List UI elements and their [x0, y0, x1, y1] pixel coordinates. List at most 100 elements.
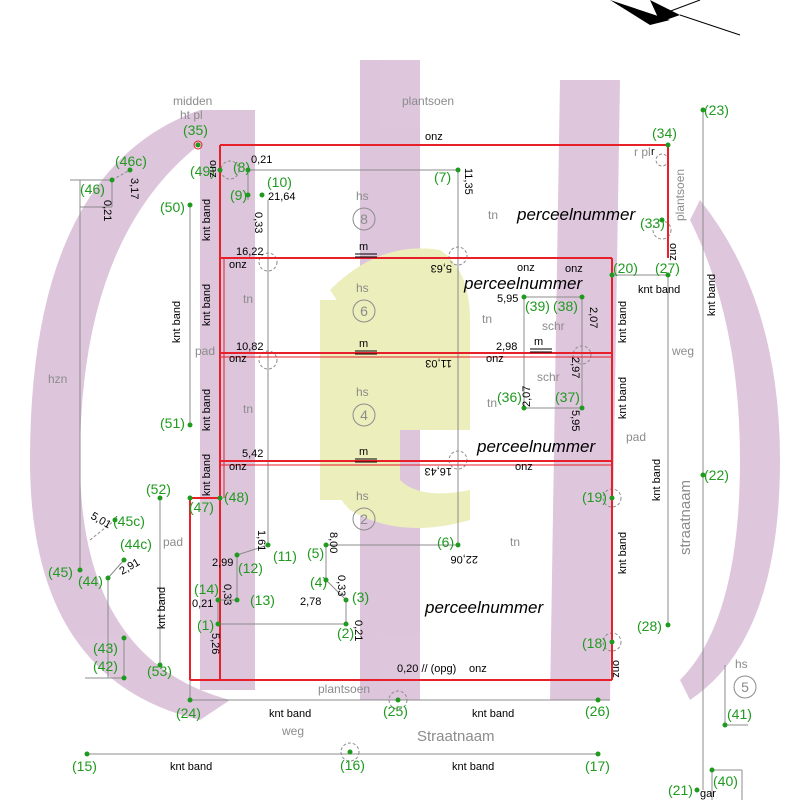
measurement-unit: m	[534, 336, 543, 348]
house-number-circle	[352, 403, 376, 427]
measurement-label: 2,91	[118, 556, 143, 577]
onz-label: onz	[517, 262, 535, 274]
survey-point-label: (26)	[585, 703, 610, 719]
house-number: 5	[741, 679, 749, 695]
survey-point-label: (43)	[93, 640, 118, 656]
curb-label: knt band	[201, 389, 213, 431]
curb-label: knt band	[201, 199, 213, 241]
survey-point-label: (52)	[146, 481, 171, 497]
grey-label: hs	[356, 489, 369, 503]
measurement-label: 0,21	[192, 598, 213, 610]
measurement-label: 11,35	[462, 168, 474, 195]
survey-point-label: (38)	[553, 298, 578, 314]
onz-label: onz	[229, 461, 247, 473]
grey-label: plantsoen	[673, 169, 687, 221]
grey-label: hs	[356, 385, 369, 399]
measurement-label: 0,21	[251, 154, 272, 166]
survey-point-label: (16)	[340, 757, 365, 773]
survey-point-marker	[121, 557, 127, 563]
survey-point-marker	[187, 202, 193, 208]
survey-point-marker	[665, 622, 671, 628]
grey-label: tn	[487, 396, 497, 410]
measurement-label: 8,00	[327, 532, 339, 553]
survey-point-label: (25)	[383, 703, 408, 719]
survey-point-label: (34)	[652, 125, 677, 141]
onz-label: onz	[207, 160, 219, 178]
measurement-unit: m	[359, 338, 368, 350]
survey-point-label: (15)	[72, 758, 97, 774]
measurement-label: 2,99	[212, 557, 233, 569]
grey-label: plantsoen	[402, 94, 454, 108]
survey-point-label: (7)	[434, 169, 451, 185]
measurement-label: 2,78	[300, 596, 321, 608]
curb-label: knt band	[201, 454, 213, 496]
survey-point-marker	[700, 472, 706, 478]
survey-point-label: (40)	[713, 773, 738, 789]
target-icon	[193, 140, 203, 150]
survey-point-marker	[187, 422, 193, 428]
parcel-number-label: perceelnummer	[516, 205, 636, 224]
grey-label: hs	[735, 657, 748, 671]
measurement-label: 22,06	[450, 553, 478, 565]
survey-point-label: (24)	[176, 705, 201, 721]
survey-point-label: (36)	[497, 389, 522, 405]
onz-label: onz	[486, 353, 504, 365]
house-number: 8	[360, 211, 368, 227]
parcel-number-label: perceelnummer	[463, 274, 583, 293]
survey-point-label: (42)	[93, 658, 118, 674]
grey-label: r pl	[634, 145, 651, 159]
measurement-label: 2,07	[587, 307, 599, 328]
measurement-label: 16,22	[236, 246, 264, 258]
survey-point-marker	[579, 405, 585, 411]
grey-label: tn	[243, 402, 253, 416]
street-name-vertical: straatnaam	[677, 480, 694, 555]
curb-label: knt band	[269, 708, 311, 720]
survey-point-label: (11)	[273, 548, 297, 564]
measurement-label: 21,64	[268, 191, 296, 203]
survey-point-marker	[455, 167, 461, 173]
survey-point-marker	[694, 787, 700, 793]
curb-label: knt band	[706, 274, 718, 316]
grey-label: schr	[537, 370, 560, 384]
measurement-label: 2,98	[496, 341, 517, 353]
survey-point-label: (41)	[727, 706, 752, 722]
survey-point-label: (6)	[437, 534, 454, 550]
survey-point-marker	[609, 495, 615, 501]
survey-point-label: (33)	[640, 215, 665, 231]
survey-point-marker	[245, 167, 251, 173]
measurement-label: 1,61	[255, 530, 267, 551]
survey-point-marker	[700, 107, 706, 113]
parcel-number-label: perceelnummer	[424, 598, 544, 617]
survey-point-label: (46c)	[115, 153, 147, 169]
curb-label: knt band	[617, 532, 629, 574]
parcel-boundaries	[189, 144, 669, 681]
grey-label: tn	[488, 208, 498, 222]
survey-point-label: (49)	[190, 163, 215, 179]
survey-point-label: (44)	[78, 573, 103, 589]
survey-point-label: (19)	[582, 489, 607, 505]
survey-point-label: (22)	[704, 467, 729, 483]
survey-point-marker	[609, 272, 615, 278]
survey-point-label: (8)	[233, 159, 250, 175]
survey-point-marker	[665, 272, 671, 278]
survey-point-marker	[105, 575, 111, 581]
survey-point-marker	[215, 597, 221, 603]
survey-point-label: (9)	[230, 187, 247, 203]
survey-point-label: (27)	[655, 260, 680, 276]
house-number: 4	[360, 407, 368, 423]
measurement-label: 0,33	[252, 212, 264, 233]
grey-label: hs	[356, 189, 369, 203]
curb-label: knt band	[472, 708, 514, 720]
survey-point-label: (3)	[352, 589, 369, 605]
survey-point-label: (35)	[183, 122, 208, 138]
grey-label: ht pl	[180, 108, 203, 122]
measurement-label: 5,95	[569, 410, 581, 431]
survey-point-label: (23)	[704, 102, 729, 118]
measurement-label: 11,03	[425, 357, 452, 369]
survey-point-marker	[112, 517, 118, 523]
survey-point-marker	[187, 697, 193, 703]
survey-point-marker	[109, 177, 115, 183]
measurement-label: 16,43	[424, 465, 452, 477]
